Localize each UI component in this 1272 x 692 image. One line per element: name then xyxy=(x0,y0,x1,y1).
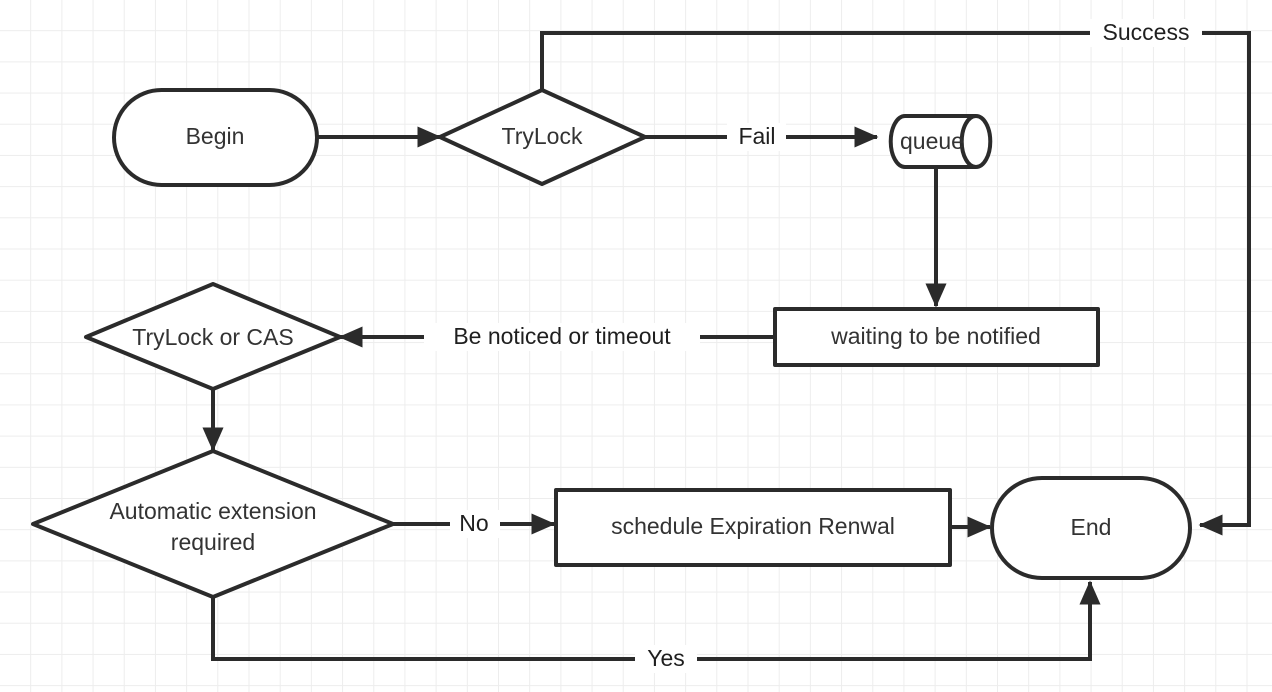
node-trylock-or-cas-label: TryLock or CAS xyxy=(132,324,293,350)
node-begin[interactable]: Begin xyxy=(112,88,319,187)
node-trylock-shape[interactable] xyxy=(438,88,647,186)
edge-auto-yes: Yes xyxy=(211,580,1101,673)
node-automatic-extension-label-line1: Automatic extension xyxy=(109,498,316,524)
node-end-shape[interactable] xyxy=(990,476,1192,580)
edge-waiting-to-cas-label: Be noticed or timeout xyxy=(453,323,671,349)
edge-auto-no-label: No xyxy=(459,510,488,536)
node-schedule-shape[interactable] xyxy=(554,488,952,567)
edge-trylock-fail-label: Fail xyxy=(738,123,775,149)
node-end-label: End xyxy=(1071,514,1112,540)
node-automatic-extension-required[interactable]: Automatic extension required xyxy=(31,449,395,599)
edge-trylock-success: Success xyxy=(540,19,1251,536)
node-schedule-label: schedule Expiration Renwal xyxy=(611,513,895,539)
node-trylock-or-cas-shape[interactable] xyxy=(84,282,342,391)
edge-trylock-success-label: Success xyxy=(1103,19,1190,45)
edge-trylock-success-label-bg xyxy=(1090,19,1202,47)
node-queue-cap xyxy=(959,114,977,169)
node-begin-shape[interactable] xyxy=(112,88,319,187)
node-trylock-or-cas[interactable]: TryLock or CAS xyxy=(84,282,342,391)
node-waiting-label: waiting to be notified xyxy=(830,323,1041,349)
edge-auto-no-label-bg xyxy=(450,510,500,538)
edge-auto-no: No xyxy=(393,510,556,538)
node-queue[interactable]: queue xyxy=(888,114,993,169)
node-trylock[interactable]: TryLock xyxy=(438,88,647,186)
edge-auto-yes-label: Yes xyxy=(647,645,685,671)
edge-trylock-fail: Fail xyxy=(645,123,879,151)
node-waiting-shape[interactable] xyxy=(773,307,1100,367)
edge-waiting-to-cas-label-bg xyxy=(424,323,700,351)
edge-trylock-success-line xyxy=(540,31,1251,536)
edge-auto-yes-label-bg xyxy=(635,645,697,673)
node-queue-label: queue xyxy=(900,128,964,154)
node-trylock-label: TryLock xyxy=(502,123,583,149)
node-automatic-extension-shape[interactable] xyxy=(31,449,395,599)
node-end[interactable]: End xyxy=(990,476,1192,580)
edge-waiting-to-cas: Be noticed or timeout xyxy=(338,323,773,351)
node-begin-label: Begin xyxy=(186,123,245,149)
node-automatic-extension-label-line2: required xyxy=(171,529,255,555)
node-schedule-expiration-renwal[interactable]: schedule Expiration Renwal xyxy=(554,488,952,567)
edge-trylock-fail-label-bg xyxy=(727,123,786,151)
node-waiting-to-be-notified[interactable]: waiting to be notified xyxy=(773,307,1100,367)
